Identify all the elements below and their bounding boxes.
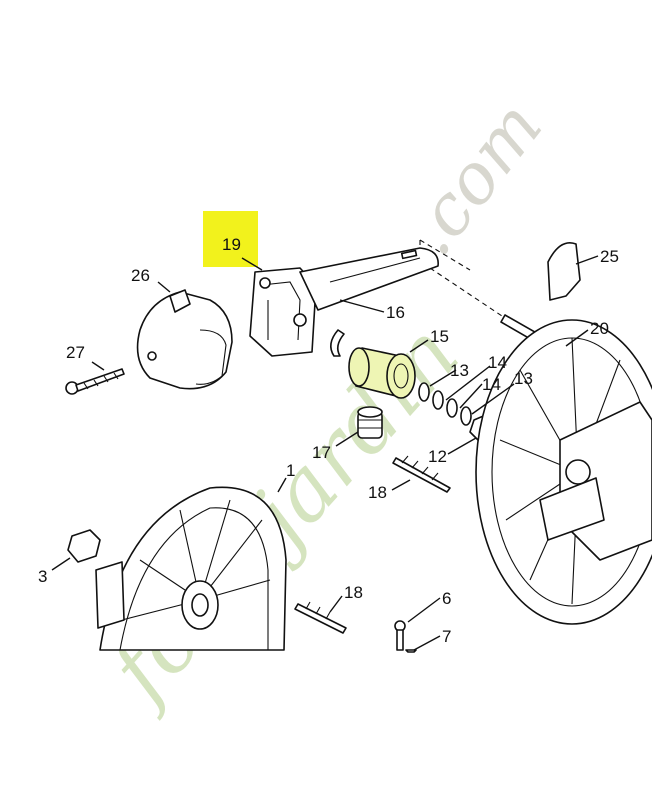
label-12: 12 [428,447,447,466]
label-15: 15 [430,327,449,346]
part-17-fitting [357,406,383,439]
part-27-screw [65,368,125,395]
o-rings [418,382,472,426]
label-7: 7 [442,627,451,646]
part-7-pin [405,649,417,653]
label-18-a: 18 [368,483,387,502]
label-27: 27 [66,343,85,362]
label-14-a: 14 [488,353,507,372]
label-25: 25 [600,247,619,266]
part-18-screws [294,455,451,634]
part-19-bracket [249,267,317,357]
part-6-pin [394,620,406,651]
watermark-com: .com [389,86,558,270]
part-25-clip [547,242,581,301]
left-wheel [95,486,287,651]
label-3: 3 [38,567,47,586]
label-13-b: 13 [514,369,533,388]
label-1: 1 [286,461,295,480]
label-16: 16 [386,303,405,322]
callout-labels: 19 26 27 16 15 13 14 14 13 12 17 18 25 2… [38,235,619,646]
circlip [330,329,345,357]
label-20: 20 [590,319,609,338]
part-16-handle [299,247,439,311]
label-14-b: 14 [482,375,501,394]
right-wheel [475,319,652,625]
highlight-19 [203,211,258,267]
label-17: 17 [312,443,331,462]
leader-lines [51,255,599,651]
part-15-roller [348,347,416,399]
label-6: 6 [442,589,451,608]
label-18-b: 18 [344,583,363,602]
label-13-a: 13 [450,361,469,380]
label-19: 19 [222,235,241,254]
label-26: 26 [131,266,150,285]
part-3-nut [67,529,101,563]
part-26-cover [136,289,233,390]
